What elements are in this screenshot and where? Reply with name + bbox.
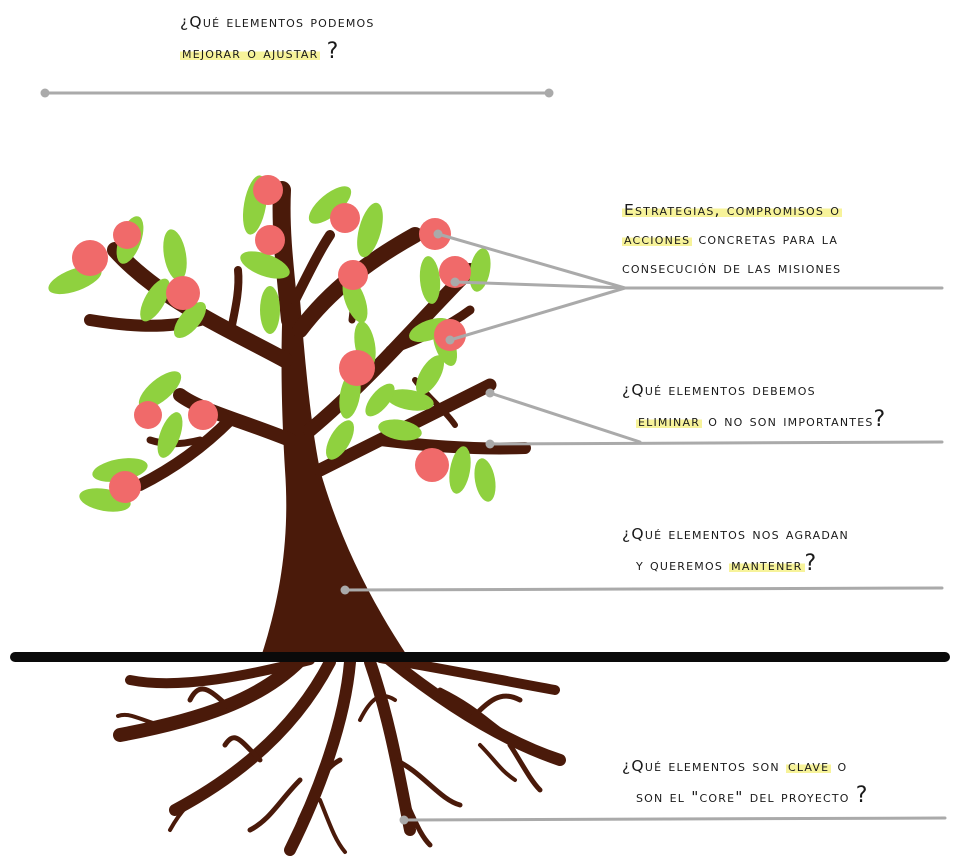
fruit <box>330 203 360 233</box>
leaf <box>474 458 496 502</box>
tree-trunk <box>260 300 410 660</box>
fruit <box>439 256 471 288</box>
leaf <box>163 229 187 281</box>
question-keep-highlight: mantener <box>729 556 805 574</box>
leaf <box>469 248 491 292</box>
leaf <box>326 420 354 460</box>
tree-leaves <box>48 175 496 512</box>
question-core-mark: ? <box>855 783 868 808</box>
leaf <box>419 256 441 304</box>
leaf <box>140 278 170 322</box>
question-core-highlight: clave <box>785 757 832 775</box>
leaf <box>365 383 395 417</box>
fruit <box>134 401 162 429</box>
leaf <box>416 355 444 395</box>
tree-roots <box>113 653 566 856</box>
leaf <box>449 446 471 494</box>
question-core-pre: ¿Qué elementos son <box>622 757 780 775</box>
fruit <box>188 400 218 430</box>
question-core-line2: son el "core" del proyecto <box>636 788 850 806</box>
fruit <box>338 260 368 290</box>
leaf <box>378 419 422 441</box>
question-keep: ¿Qué elementos nos agradan y queremos ma… <box>622 520 849 580</box>
leaf <box>308 186 352 224</box>
question-improve-line1: ¿Qué elementos podemos <box>180 13 375 31</box>
fruit <box>434 319 466 351</box>
question-improve-highlight: mejorar o ajustar <box>180 44 321 62</box>
question-keep-pre: y queremos <box>636 556 724 574</box>
question-core: ¿Qué elementos son clave o son el "core"… <box>622 752 867 812</box>
leaf <box>173 301 207 339</box>
question-eliminate-highlight: eliminar <box>636 412 703 430</box>
question-eliminate-mark: ? <box>873 407 886 432</box>
question-eliminate: ¿Qué elementos debemos eliminar o no son… <box>622 376 885 436</box>
question-improve-mark: ? <box>326 39 339 64</box>
fruit <box>166 276 200 310</box>
question-strategies: Estrategias, compromisos o acciones conc… <box>622 196 843 283</box>
question-keep-mark: ? <box>804 551 817 576</box>
question-improve: ¿Qué elementos podemos mejorar o ajustar… <box>180 8 375 68</box>
question-eliminate-line1: ¿Qué elementos debemos <box>622 381 816 399</box>
question-strategies-line3: consecución de las misiones <box>622 259 842 277</box>
fruit <box>72 240 108 276</box>
leaf <box>138 371 182 409</box>
question-strategies-line2-highlight: acciones <box>622 230 693 248</box>
fruit <box>415 448 449 482</box>
leaf <box>260 286 280 334</box>
fruit <box>113 221 141 249</box>
connector-lines <box>340 229 947 825</box>
question-core-rest: o <box>837 757 848 775</box>
fruit <box>109 471 141 503</box>
fruit <box>339 350 375 386</box>
leaf <box>357 202 383 258</box>
leaf <box>240 251 290 279</box>
tree-fruits <box>72 175 471 503</box>
question-strategies-line1: Estrategias, compromisos o <box>622 201 843 219</box>
question-keep-line1: ¿Qué elementos nos agradan <box>622 525 849 543</box>
fruit <box>255 225 285 255</box>
question-eliminate-rest: o no son importantes <box>708 412 874 430</box>
leaf <box>386 389 434 411</box>
question-strategies-line2-rest: concretas para la <box>698 230 839 248</box>
top-separator <box>40 88 554 98</box>
leaf <box>157 412 183 458</box>
fruit <box>253 175 283 205</box>
